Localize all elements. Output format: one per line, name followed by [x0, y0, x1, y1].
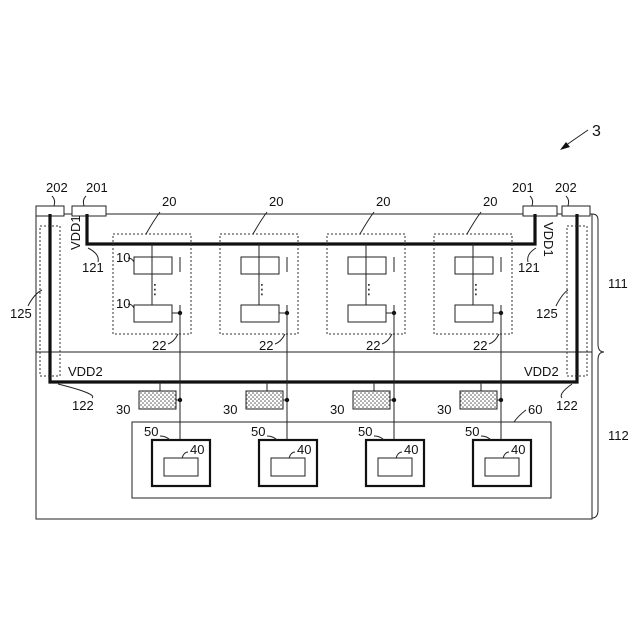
region-label-111: 111	[608, 276, 628, 291]
cells-50: 50 40 50 40 50 40 50 40	[144, 424, 531, 486]
vdd1-label-left: VDD1	[68, 215, 83, 250]
pad-label-201-right: 201	[512, 180, 534, 195]
pad-201-left	[72, 206, 106, 216]
ellipsis: ⋮	[148, 281, 162, 297]
cell-label-50: 50	[465, 424, 479, 439]
sub-40-1	[164, 458, 198, 476]
cell-label-50: 50	[251, 424, 265, 439]
wire-label-22: 22	[473, 338, 487, 353]
bracket-112	[592, 360, 598, 518]
block-label-20: 20	[162, 194, 176, 209]
svg-text:⋮: ⋮	[362, 281, 376, 297]
block-label-20: 20	[376, 194, 390, 209]
figure-number: 3	[592, 123, 601, 140]
unit-label-10-top: 10	[116, 250, 130, 265]
vdd2-label-left: VDD2	[68, 364, 103, 379]
vdd2-label-right: VDD2	[524, 364, 559, 379]
label-125-right: 125	[536, 306, 558, 321]
drivers-30: 30 30 30 30	[116, 382, 503, 417]
pad-label-202-right: 202	[555, 180, 577, 195]
unit-label-10-bottom: 10	[116, 296, 130, 311]
driver-label-30: 30	[223, 402, 237, 417]
driver-label-30: 30	[330, 402, 344, 417]
label-125-left: 125	[10, 306, 32, 321]
block-label-20: 20	[269, 194, 283, 209]
sub-label-40: 40	[190, 442, 204, 457]
cell-label-50: 50	[358, 424, 372, 439]
driver-label-30: 30	[116, 402, 130, 417]
wire-label-22: 22	[366, 338, 380, 353]
sub-label-40: 40	[511, 442, 525, 457]
vdd1-label-right: VDD1	[541, 222, 556, 257]
unit-10-bottom	[134, 305, 172, 322]
sub-label-40: 40	[404, 442, 418, 457]
group-label-60: 60	[528, 402, 542, 417]
label-122-right: 122	[556, 398, 578, 413]
region-label-112: 112	[608, 428, 629, 443]
label-121-left: 121	[82, 260, 104, 275]
sub-label-40: 40	[297, 442, 311, 457]
pad-label-202-left: 202	[46, 180, 68, 195]
driver-30-1	[139, 391, 176, 409]
unit-10-top	[134, 257, 172, 274]
pad-201-right	[523, 206, 557, 216]
block-label-20: 20	[483, 194, 497, 209]
cell-label-50: 50	[144, 424, 158, 439]
pad-label-201-left: 201	[86, 180, 108, 195]
label-122-left: 122	[72, 398, 94, 413]
svg-text:⋮: ⋮	[469, 281, 483, 297]
label-121-right: 121	[518, 260, 540, 275]
vdd1-bus	[87, 214, 535, 244]
wire-label-22: 22	[259, 338, 273, 353]
driver-label-30: 30	[437, 402, 451, 417]
svg-text:⋮: ⋮	[255, 281, 269, 297]
bracket-111	[592, 214, 604, 360]
wire-label-22: 22	[152, 338, 166, 353]
